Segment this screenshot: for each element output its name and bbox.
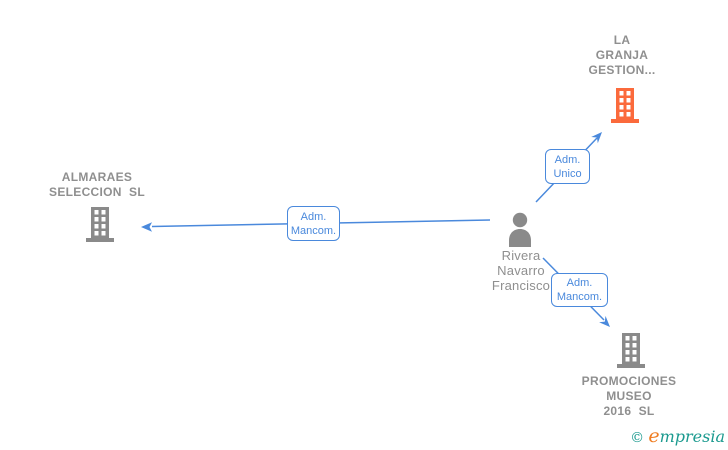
person-icon[interactable] bbox=[505, 212, 535, 247]
edge-label-text: Adm. Unico bbox=[553, 153, 582, 180]
company-label-almaraes[interactable]: ALMARAES SELECCION SL bbox=[49, 170, 145, 199]
arrowhead-to-la-granja bbox=[591, 132, 602, 144]
company-label-promociones[interactable]: PROMOCIONES MUSEO 2016 SL bbox=[581, 374, 677, 418]
arrowhead-to-promociones bbox=[599, 315, 610, 327]
empresia-logo-initial: e bbox=[648, 425, 660, 447]
edge-label-adm-mancom-left: Adm. Mancom. bbox=[287, 206, 340, 241]
edge-label-adm-mancom-right: Adm. Mancom. bbox=[551, 273, 608, 307]
building-icon-orange[interactable] bbox=[609, 88, 641, 123]
edge-label-text: Adm. Mancom. bbox=[556, 277, 603, 303]
empresia-logo-text: empresia bbox=[648, 427, 725, 446]
edge-label-text: Adm. Mancom. bbox=[290, 210, 337, 237]
person-label[interactable]: Rivera Navarro Francisco bbox=[491, 248, 551, 293]
copyright-symbol: © bbox=[630, 430, 645, 446]
edge-label-adm-unico: Adm. Unico bbox=[545, 149, 590, 184]
arrowhead-to-almaraes bbox=[141, 222, 152, 232]
empresia-watermark[interactable]: © empresia bbox=[630, 427, 725, 447]
building-icon-gray[interactable] bbox=[615, 333, 647, 368]
company-label-la-granja[interactable]: LA GRANJA GESTION... bbox=[588, 33, 656, 77]
building-icon-gray[interactable] bbox=[84, 207, 116, 242]
empresia-logo-rest: mpresia bbox=[659, 427, 725, 446]
